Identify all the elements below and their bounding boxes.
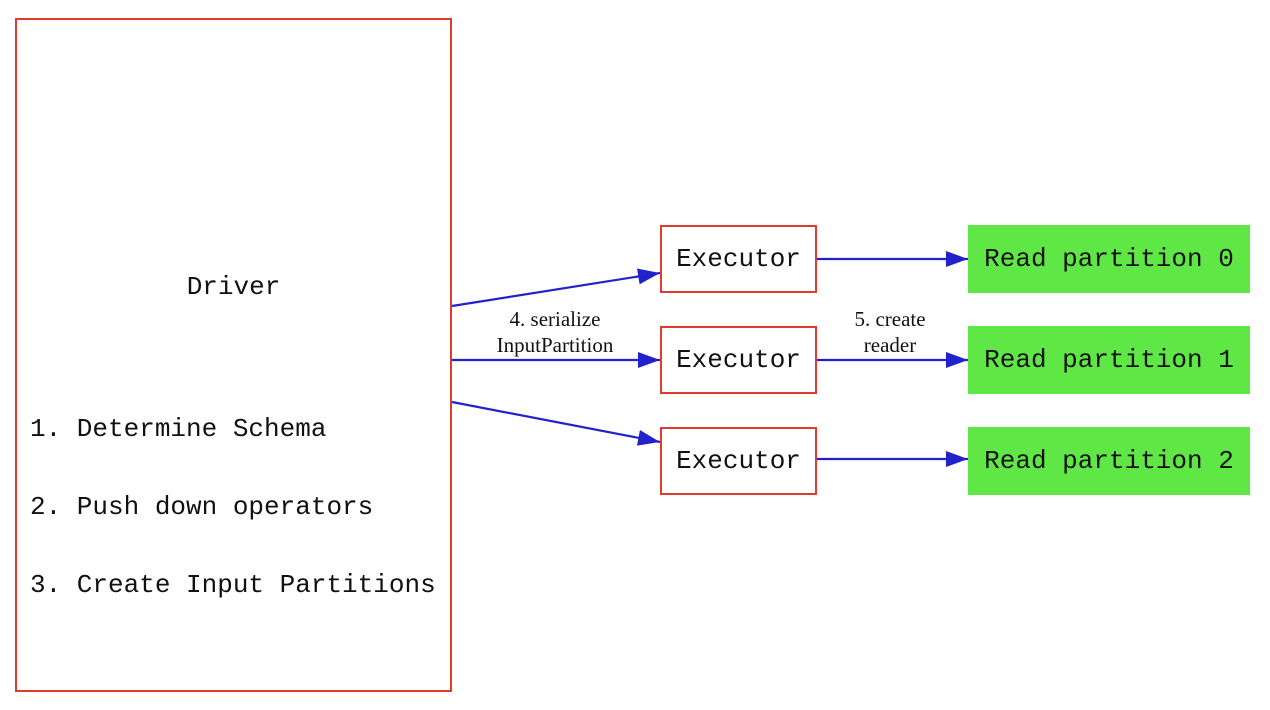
executor-label: Executor (676, 244, 801, 274)
serialize-inputpartition-label: 4. serialize InputPartition (445, 306, 665, 358)
serialize-label-line2: InputPartition (496, 333, 614, 357)
driver-step-3: 3. Create Input Partitions (30, 570, 436, 600)
read-partition-label: Read partition 2 (984, 446, 1234, 476)
read-partition-label: Read partition 1 (984, 345, 1234, 375)
executor-box-2: Executor (660, 427, 817, 495)
serialize-label-line1: 4. serialize (509, 307, 601, 331)
read-partition-box-2: Read partition 2 (968, 427, 1250, 495)
executor-label: Executor (676, 446, 801, 476)
executor-box-1: Executor (660, 326, 817, 394)
read-partition-box-0: Read partition 0 (968, 225, 1250, 293)
create-reader-label: 5. create reader (780, 306, 1000, 358)
driver-step-1: 1. Determine Schema (30, 414, 327, 444)
reader-label-line2: reader (863, 333, 917, 357)
arrow-driver-to-executor-2 (451, 400, 661, 446)
driver-steps-list: 1. Determine Schema 2. Push down operato… (30, 364, 436, 650)
read-partition-box-1: Read partition 1 (968, 326, 1250, 394)
arrow-driver-to-executor-0 (451, 268, 661, 308)
executor-label: Executor (676, 345, 801, 375)
driver-title: Driver (186, 272, 281, 302)
driver-step-2: 2. Push down operators (30, 492, 374, 522)
reader-label-line1: 5. create (854, 307, 926, 331)
read-partition-label: Read partition 0 (984, 244, 1234, 274)
driver-box: Driver 1. Determine Schema 2. Push down … (15, 18, 452, 692)
executor-box-0: Executor (660, 225, 817, 293)
